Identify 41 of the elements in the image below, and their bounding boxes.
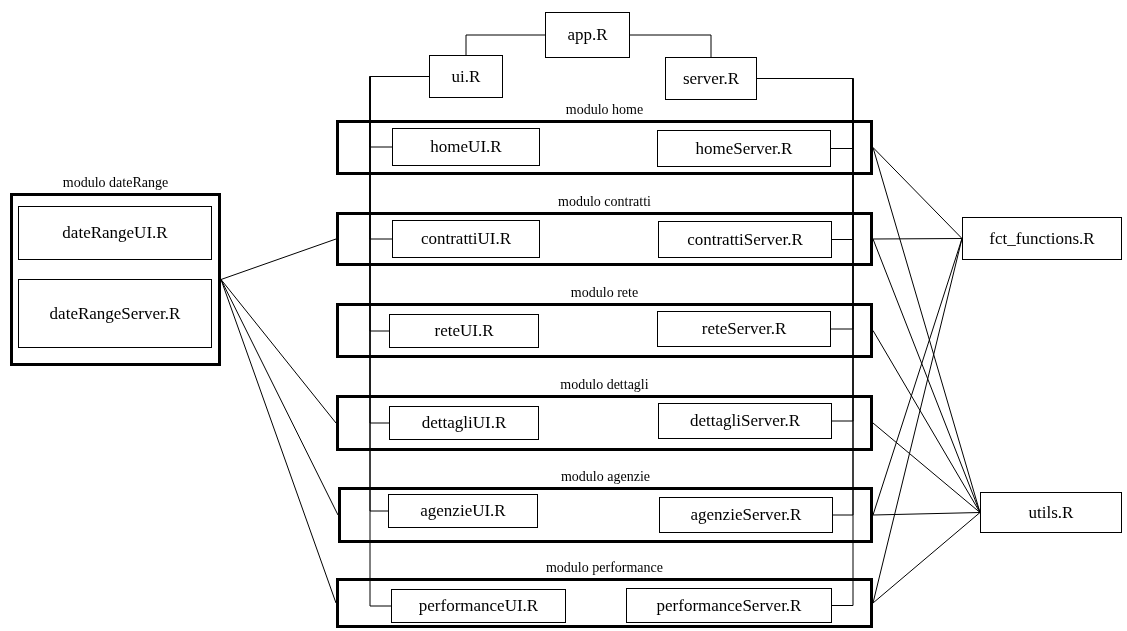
connector-line <box>629 34 712 58</box>
module-title: modulo contratti <box>557 194 652 210</box>
file-box: ui.R <box>429 55 503 98</box>
module-title: modulo rete <box>569 285 640 301</box>
file-box: agenzieUI.R <box>388 494 538 528</box>
file-box: dettagliServer.R <box>658 403 832 439</box>
module-title: modulo home <box>564 102 645 118</box>
connector-line <box>872 238 963 240</box>
file-box: contrattiServer.R <box>658 221 832 258</box>
connector-line <box>872 238 981 513</box>
connector-line <box>872 330 981 513</box>
file-box: agenzieServer.R <box>659 497 833 533</box>
module-title: modulo dateRange <box>61 175 170 191</box>
file-box: dettagliUI.R <box>389 406 539 440</box>
file-box: performanceUI.R <box>391 589 566 623</box>
connector-line <box>465 34 546 56</box>
connector-line <box>872 238 963 604</box>
connector-line <box>220 238 337 280</box>
module-title: modulo performance <box>545 560 664 576</box>
connector-line <box>872 238 963 516</box>
file-box: fct_functions.R <box>962 217 1122 260</box>
file-box: utils.R <box>980 492 1122 533</box>
file-box: dateRangeUI.R <box>18 206 212 260</box>
connector-line <box>220 279 337 424</box>
connector-line <box>872 422 981 513</box>
module-title: modulo agenzie <box>560 469 651 485</box>
file-box: reteServer.R <box>657 311 831 347</box>
file-box: homeServer.R <box>657 130 831 167</box>
file-box: performanceServer.R <box>626 588 832 623</box>
file-box: dateRangeServer.R <box>18 279 212 348</box>
connector-line <box>220 279 337 604</box>
connector-line <box>872 512 981 516</box>
connector-line <box>220 279 339 516</box>
file-box: homeUI.R <box>392 128 540 166</box>
module-title: modulo dettagli <box>559 377 650 393</box>
file-box: server.R <box>665 57 757 100</box>
connector-line <box>872 512 981 604</box>
file-box: contrattiUI.R <box>392 220 540 258</box>
file-box: reteUI.R <box>389 314 539 348</box>
file-box: app.R <box>545 12 630 58</box>
connector-line <box>872 147 963 239</box>
